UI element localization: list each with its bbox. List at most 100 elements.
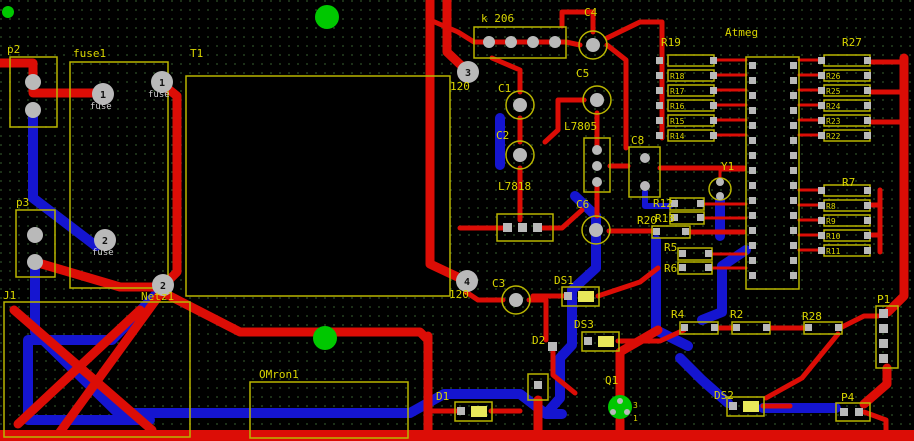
netz1-pad2[interactable] bbox=[152, 274, 174, 296]
ds3-outline[interactable] bbox=[581, 331, 620, 352]
pads-layer[interactable] bbox=[2, 5, 888, 419]
j1-outline[interactable] bbox=[3, 301, 191, 438]
fuse1-pad2[interactable] bbox=[94, 229, 116, 251]
fuse1-pad1b[interactable] bbox=[151, 71, 173, 93]
c4-pad[interactable] bbox=[586, 38, 600, 52]
p2-pad[interactable] bbox=[25, 102, 41, 118]
transformer-body[interactable] bbox=[186, 76, 450, 296]
l7818-label: L7818 bbox=[498, 180, 531, 193]
c3-outline[interactable] bbox=[501, 285, 531, 315]
r5-outline[interactable] bbox=[677, 247, 713, 261]
small-diode-outline[interactable] bbox=[527, 373, 549, 401]
r27-label: R27 bbox=[842, 36, 862, 49]
r25-label: R25 bbox=[826, 87, 841, 96]
d1-outline[interactable] bbox=[454, 401, 493, 422]
omron1-outline[interactable] bbox=[249, 381, 409, 439]
fuse1-pad1[interactable] bbox=[92, 83, 114, 105]
p3-pad[interactable] bbox=[27, 254, 43, 270]
c5-pad[interactable] bbox=[590, 93, 604, 107]
c5-outline[interactable] bbox=[582, 85, 612, 115]
q1-label: Q1 bbox=[605, 374, 618, 387]
k206-outline[interactable] bbox=[473, 26, 567, 59]
c4-outline[interactable] bbox=[578, 30, 608, 60]
mounting-hole-top[interactable] bbox=[315, 5, 339, 29]
ds1-body[interactable] bbox=[578, 291, 594, 302]
y1-pads[interactable] bbox=[716, 178, 724, 200]
ds1-outline[interactable] bbox=[561, 286, 600, 307]
c6-outline[interactable] bbox=[581, 215, 611, 245]
c3-pad[interactable] bbox=[509, 293, 523, 307]
p1-label: P1 bbox=[877, 293, 890, 306]
c1-outline[interactable] bbox=[505, 90, 535, 120]
netz1-label: Netz1 bbox=[141, 290, 174, 303]
small-diode-pad[interactable] bbox=[534, 381, 542, 389]
ds1-pad[interactable] bbox=[564, 292, 572, 300]
c6-pad[interactable] bbox=[589, 223, 603, 237]
c1-pad[interactable] bbox=[513, 98, 527, 112]
r6-outline[interactable] bbox=[677, 261, 713, 275]
l7805-outline[interactable] bbox=[583, 137, 611, 193]
l7818-outline[interactable] bbox=[496, 213, 554, 242]
c8-label: C8 bbox=[631, 134, 644, 147]
r6-label: R6 bbox=[664, 262, 677, 275]
fuse-text: fuse bbox=[90, 102, 112, 112]
fuse-text: fuse bbox=[148, 90, 170, 100]
r7-label: R7 bbox=[842, 176, 855, 189]
l7805-pads[interactable] bbox=[592, 145, 602, 187]
r2-outline[interactable] bbox=[731, 321, 771, 335]
p2-outline[interactable] bbox=[9, 56, 58, 128]
r13-outline[interactable] bbox=[669, 211, 705, 225]
t1-outline[interactable] bbox=[185, 75, 451, 297]
p3-pad[interactable] bbox=[27, 227, 43, 243]
ds2-pad[interactable] bbox=[729, 402, 737, 410]
c2-pad[interactable] bbox=[513, 148, 527, 162]
ds3-label: DS3 bbox=[574, 318, 594, 331]
r24-label: R24 bbox=[826, 102, 841, 111]
ds2-body[interactable] bbox=[743, 401, 759, 412]
t1-pad3[interactable] bbox=[457, 61, 479, 83]
r12-label: R12 bbox=[653, 197, 673, 210]
c8-outline[interactable] bbox=[628, 146, 661, 198]
p3-outline[interactable] bbox=[15, 209, 56, 278]
r10-label: R10 bbox=[826, 232, 841, 241]
d2-pad[interactable] bbox=[548, 342, 557, 351]
k206-pads[interactable] bbox=[483, 36, 561, 48]
t1-pad4[interactable] bbox=[456, 270, 478, 292]
atmega-label: Atmeg bbox=[725, 26, 758, 39]
fuse1-outline[interactable] bbox=[69, 61, 169, 289]
pad-number-2: 2 bbox=[102, 236, 108, 247]
bottom-power-rail[interactable] bbox=[0, 430, 914, 441]
d1-pad[interactable] bbox=[457, 407, 465, 415]
j1-label: J1 bbox=[3, 289, 16, 302]
r2-label: R2 bbox=[730, 308, 743, 321]
mounting-hole-bottom[interactable] bbox=[313, 326, 337, 350]
r17-label: R17 bbox=[670, 87, 685, 96]
p2-pad[interactable] bbox=[25, 74, 41, 90]
p1-outline[interactable] bbox=[875, 305, 899, 369]
p4-outline[interactable] bbox=[835, 402, 871, 422]
ds3-pad[interactable] bbox=[584, 337, 592, 345]
c2-outline[interactable] bbox=[505, 140, 535, 170]
p3-label: p3 bbox=[16, 196, 29, 209]
atmega-outline[interactable] bbox=[745, 56, 800, 290]
c8-pads[interactable] bbox=[640, 153, 650, 191]
r20-outline[interactable] bbox=[651, 225, 691, 239]
l7818-pads[interactable] bbox=[503, 223, 542, 232]
c5-label: C5 bbox=[576, 67, 589, 80]
q1-transistor[interactable] bbox=[608, 395, 632, 419]
ds3-body[interactable] bbox=[598, 336, 614, 347]
d1-body[interactable] bbox=[471, 406, 487, 417]
red-thin-traces[interactable] bbox=[702, 58, 822, 270]
r28-outline[interactable] bbox=[803, 321, 843, 335]
pad-number-1: 1 bbox=[100, 90, 106, 101]
r8-label: R8 bbox=[826, 202, 836, 211]
r12-outline[interactable] bbox=[669, 197, 705, 211]
ds2-outline[interactable] bbox=[726, 396, 765, 417]
r4-outline[interactable] bbox=[679, 321, 719, 335]
r28-label: R28 bbox=[802, 310, 822, 323]
r19-label: R19 bbox=[661, 36, 681, 49]
via-top-left[interactable] bbox=[2, 6, 14, 18]
